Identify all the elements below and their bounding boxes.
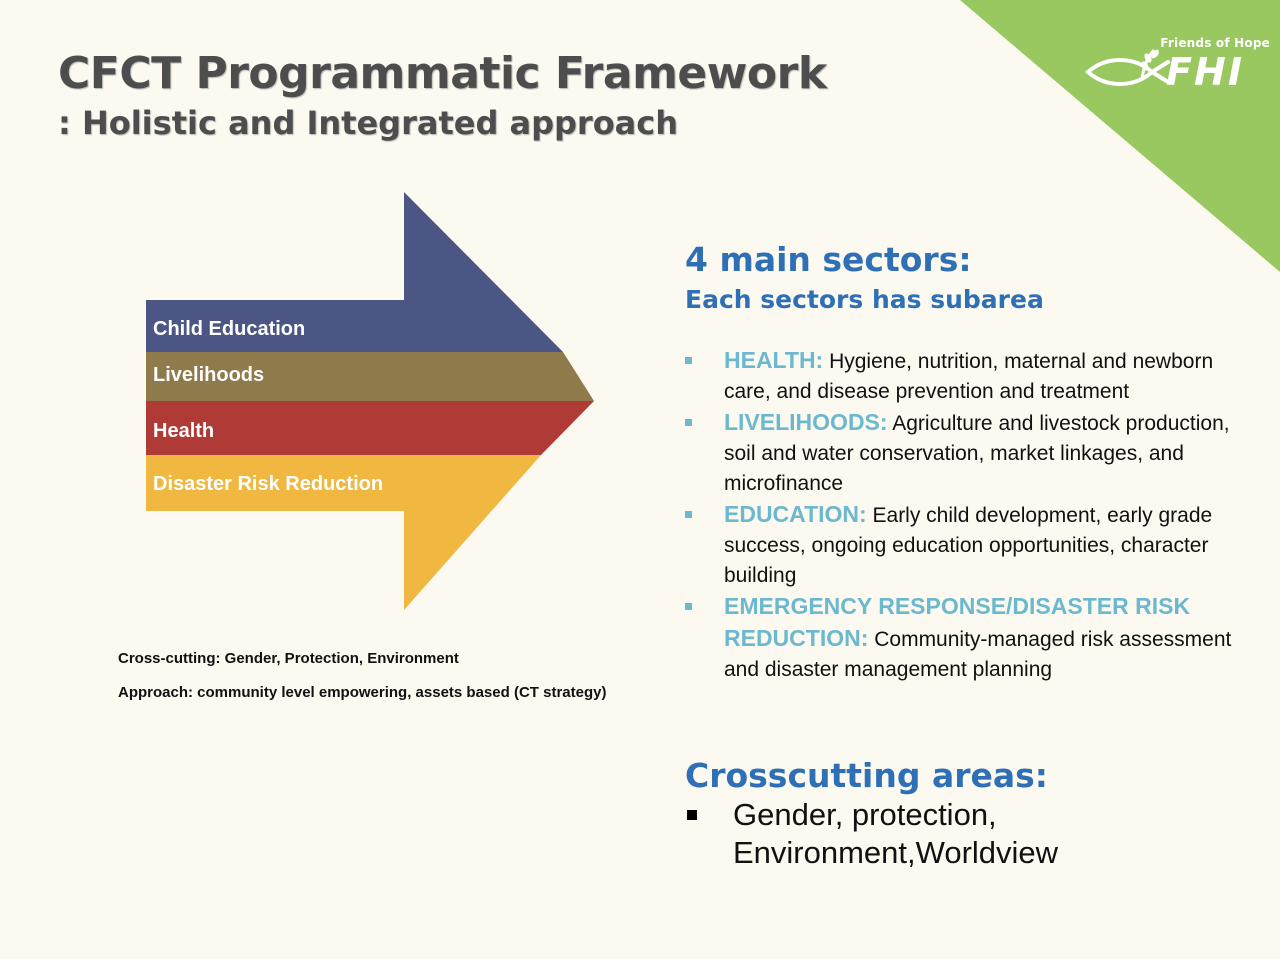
sector-description: Community-managed risk assessment and di…	[724, 628, 1232, 681]
bullet-square-icon	[687, 810, 697, 820]
fhi-logo: Friends of Hope FHI	[1080, 28, 1270, 98]
bullet-square-icon	[685, 511, 692, 518]
crosscutting-text: Gender, protection, Environment,Worldvie…	[733, 797, 1059, 870]
sector-description: Agriculture and livestock production, so…	[724, 412, 1230, 495]
logo-tagline: Friends of Hope	[1160, 36, 1270, 50]
band-education-shape	[146, 192, 563, 352]
sector-description: Early child development, early grade suc…	[724, 504, 1213, 587]
sector-item-livelihoods: LIVELIHOODS: Agriculture and livestock p…	[685, 407, 1265, 499]
sector-item-health: HEALTH: Hygiene, nutrition, maternal and…	[685, 345, 1265, 407]
sector-name: LIVELIHOODS:	[724, 409, 888, 435]
bullet-square-icon	[685, 419, 692, 426]
sector-name: EMERGENCY RESPONSE/DISASTER RISK REDUCTI…	[724, 593, 1191, 651]
band-livelihoods-shape	[146, 352, 594, 401]
sectors-heading: 4 main sectors:	[685, 240, 972, 279]
sector-description: Hygiene, nutrition, maternal and newborn…	[724, 350, 1214, 403]
band-label-livelihoods: Livelihoods	[153, 364, 265, 386]
sectors-subheading: Each sectors has subarea	[685, 285, 1044, 314]
logo-name: FHI	[1166, 50, 1244, 94]
band-health-shape	[146, 401, 594, 455]
fish-wheat-icon	[1084, 48, 1170, 86]
sector-name: HEALTH:	[724, 347, 824, 373]
page-title: CFCT Programmatic Framework	[58, 48, 827, 99]
crosscutting-item: Gender, protection, Environment,Worldvie…	[685, 796, 1260, 872]
page-subtitle: : Holistic and Integrated approach	[58, 104, 679, 142]
sector-list: HEALTH: Hygiene, nutrition, maternal and…	[685, 345, 1265, 685]
band-label-education: Child Education	[153, 318, 306, 340]
sector-item-education: EDUCATION: Early child development, earl…	[685, 499, 1265, 591]
crosscutting-heading: Crosscutting areas:	[685, 756, 1048, 795]
framework-arrow	[146, 192, 594, 610]
sector-name: EDUCATION:	[724, 501, 867, 527]
band-label-drr: Disaster Risk Reduction	[153, 473, 384, 495]
bullet-square-icon	[685, 603, 692, 610]
bullet-square-icon	[685, 357, 692, 364]
approach-note: Approach: community level empowering, as…	[118, 684, 607, 701]
band-drr-shape	[146, 455, 541, 610]
crosscutting-note: Cross-cutting: Gender, Protection, Envir…	[118, 650, 459, 667]
sector-item-drr: EMERGENCY RESPONSE/DISASTER RISK REDUCTI…	[685, 591, 1265, 685]
band-label-health: Health	[153, 420, 215, 442]
